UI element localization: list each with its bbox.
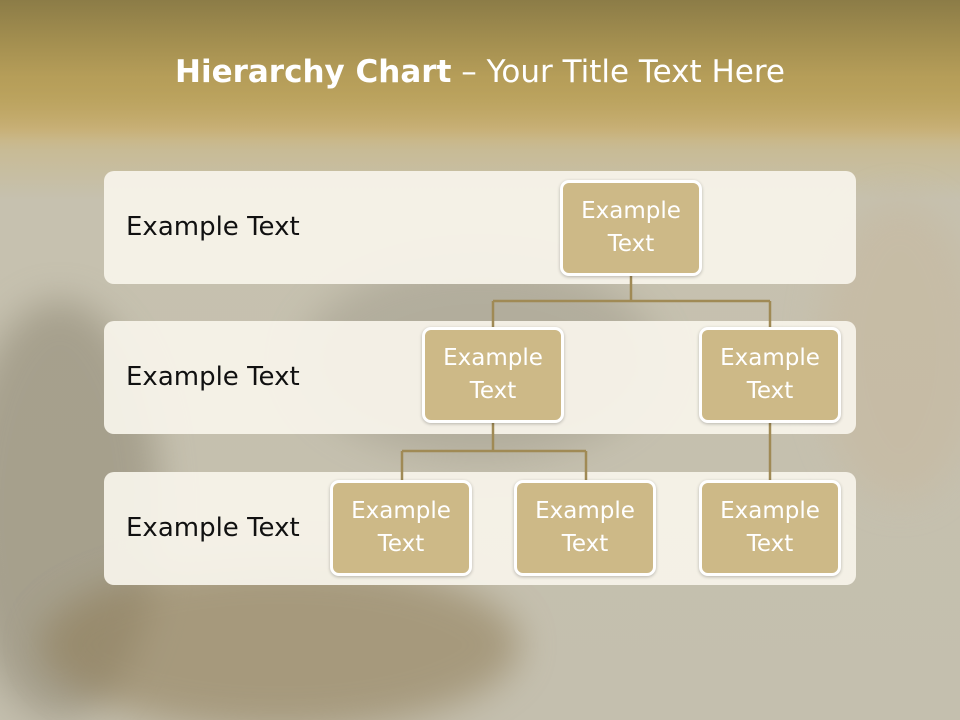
node-root-text: Example Text xyxy=(581,198,681,257)
connector-root-to-level2 xyxy=(491,274,772,330)
node-level2-right[interactable]: Example Text xyxy=(699,327,841,423)
node-level2-left[interactable]: Example Text xyxy=(422,327,564,423)
title-bold: Hierarchy Chart xyxy=(175,54,452,90)
node-level3-right[interactable]: Example Text xyxy=(699,480,841,576)
node-level2-right-text: Example Text xyxy=(720,345,820,404)
level-label-2: Example Text xyxy=(126,362,300,392)
node-level2-left-text: Example Text xyxy=(443,345,543,404)
node-level3-left[interactable]: Example Text xyxy=(330,480,472,576)
node-root[interactable]: Example Text xyxy=(560,180,702,276)
background-guitar xyxy=(40,560,520,720)
title-band xyxy=(0,0,960,140)
node-level3-left-text: Example Text xyxy=(351,498,451,557)
slide-title: Hierarchy Chart – Your Title Text Here xyxy=(0,54,960,90)
node-level3-middle[interactable]: Example Text xyxy=(514,480,656,576)
node-level3-right-text: Example Text xyxy=(720,498,820,557)
connector-l2left-to-level3 xyxy=(400,423,588,482)
level-label-1: Example Text xyxy=(126,212,300,242)
title-rest: Your Title Text Here xyxy=(486,54,785,90)
node-level3-middle-text: Example Text xyxy=(535,498,635,557)
level-label-3: Example Text xyxy=(126,513,300,543)
level-band-1: Example Text xyxy=(104,171,856,284)
title-separator: – xyxy=(451,54,487,90)
